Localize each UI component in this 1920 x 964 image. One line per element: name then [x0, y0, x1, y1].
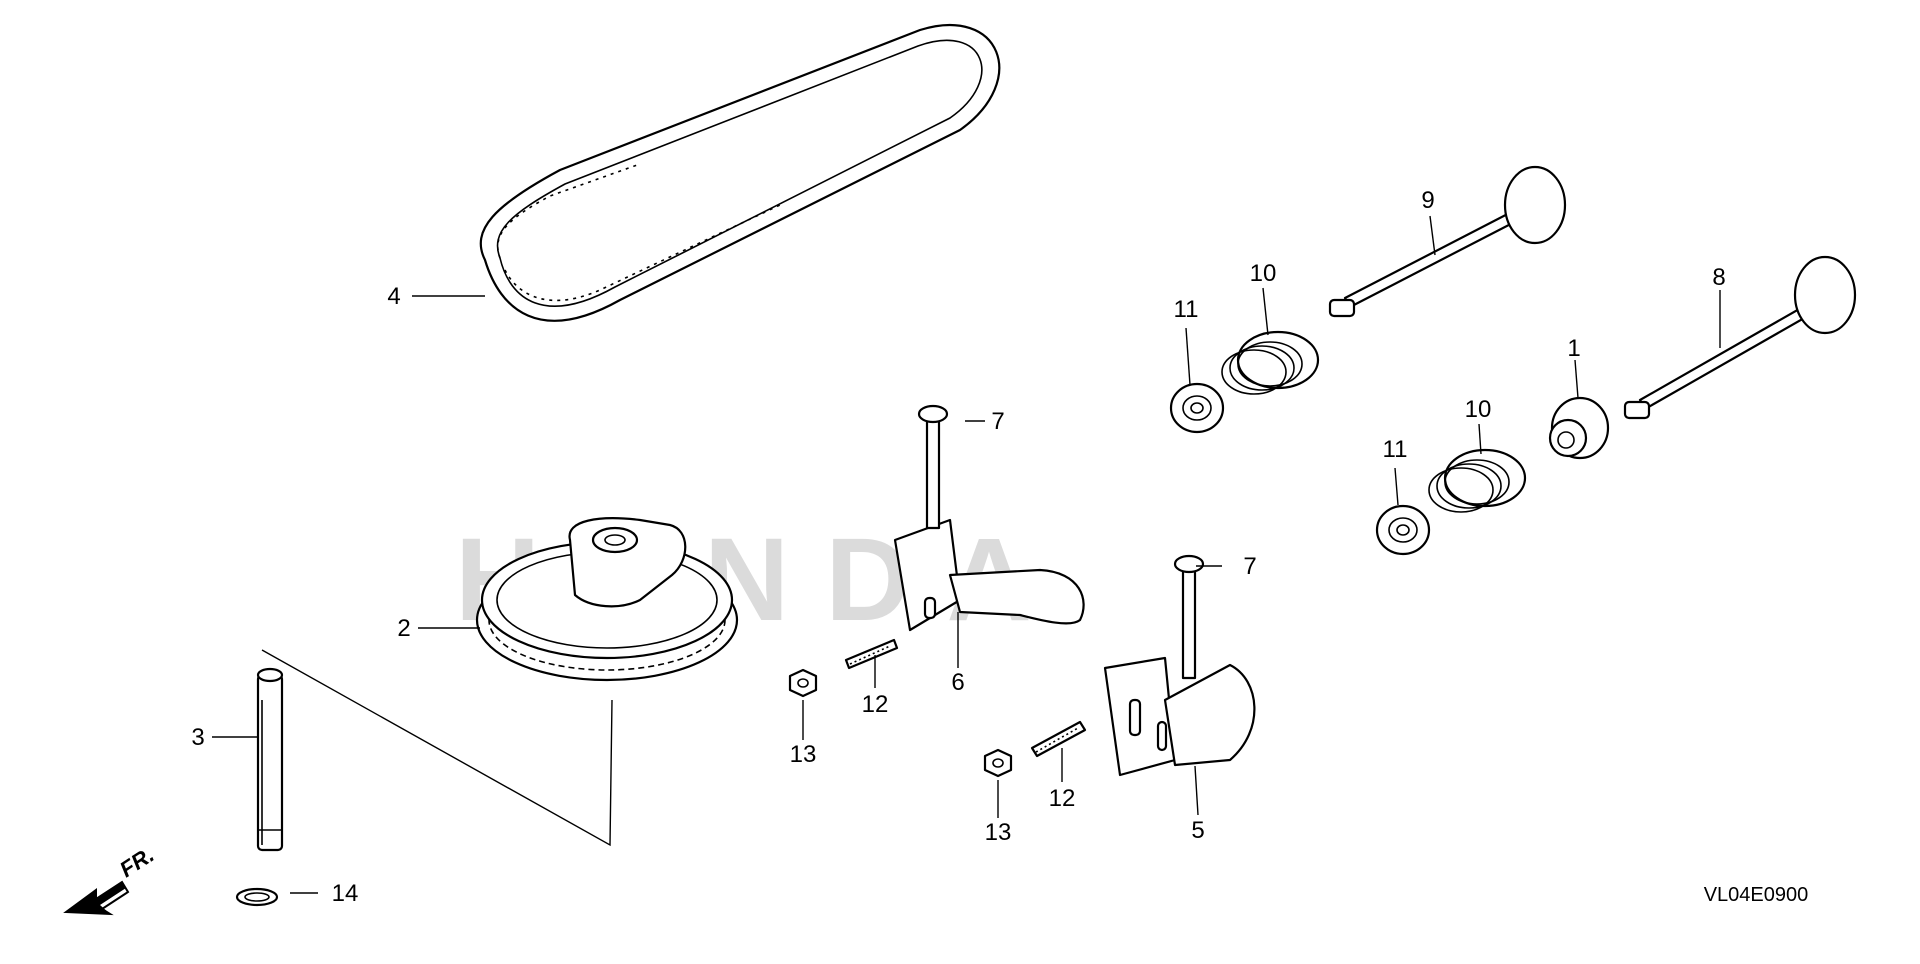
cam-pulley — [475, 517, 739, 682]
front-arrow-icon — [63, 880, 130, 916]
callout-7-lower: 7 — [1243, 553, 1256, 580]
exhaust-valve — [1328, 165, 1567, 318]
callout-8: 8 — [1712, 264, 1725, 291]
callout-9: 9 — [1421, 187, 1434, 214]
adjusting-screw-right — [1030, 720, 1087, 758]
valve-spring-lower — [1428, 448, 1527, 513]
assembly-bracket-line — [261, 649, 613, 847]
callout-13-right: 13 — [985, 819, 1012, 846]
callout-7-upper: 7 — [991, 408, 1004, 435]
callout-12-right: 12 — [1049, 785, 1076, 812]
spring-retainer-lower — [1375, 504, 1431, 556]
cam-shaft — [256, 667, 284, 852]
callout-11-lower: 11 — [1383, 436, 1408, 463]
callout-4: 4 — [387, 283, 400, 310]
timing-belt — [479, 23, 1001, 322]
diagram-code: VL04E0900 — [1704, 884, 1809, 906]
callout-2: 2 — [397, 615, 410, 642]
leader-lines — [212, 215, 1721, 894]
rocker-arm-right — [1103, 656, 1256, 777]
valve-spring-upper — [1221, 330, 1320, 395]
o-ring — [235, 887, 279, 907]
callout-12-left: 12 — [862, 691, 889, 718]
callout-11-upper: 11 — [1174, 296, 1199, 323]
lock-nut-right — [983, 748, 1013, 778]
rocker-pin-left — [917, 404, 949, 530]
callout-14: 14 — [332, 880, 359, 907]
front-label: FR. — [115, 842, 158, 882]
rocker-pin-right — [1173, 554, 1205, 680]
callout-13-left: 13 — [790, 741, 817, 768]
intake-valve — [1623, 255, 1857, 420]
callout-10-upper: 10 — [1250, 260, 1277, 287]
callout-3: 3 — [191, 724, 204, 751]
callout-1: 1 — [1567, 335, 1580, 362]
callout-5: 5 — [1191, 817, 1204, 844]
adjusting-screw-left — [844, 638, 899, 670]
lock-nut-left — [788, 668, 818, 698]
valve-stem-seal — [1548, 396, 1610, 460]
rocker-arm-left — [893, 518, 1085, 632]
callout-10-lower: 10 — [1465, 396, 1492, 423]
spring-retainer-upper — [1169, 382, 1225, 434]
callout-6: 6 — [951, 669, 964, 696]
